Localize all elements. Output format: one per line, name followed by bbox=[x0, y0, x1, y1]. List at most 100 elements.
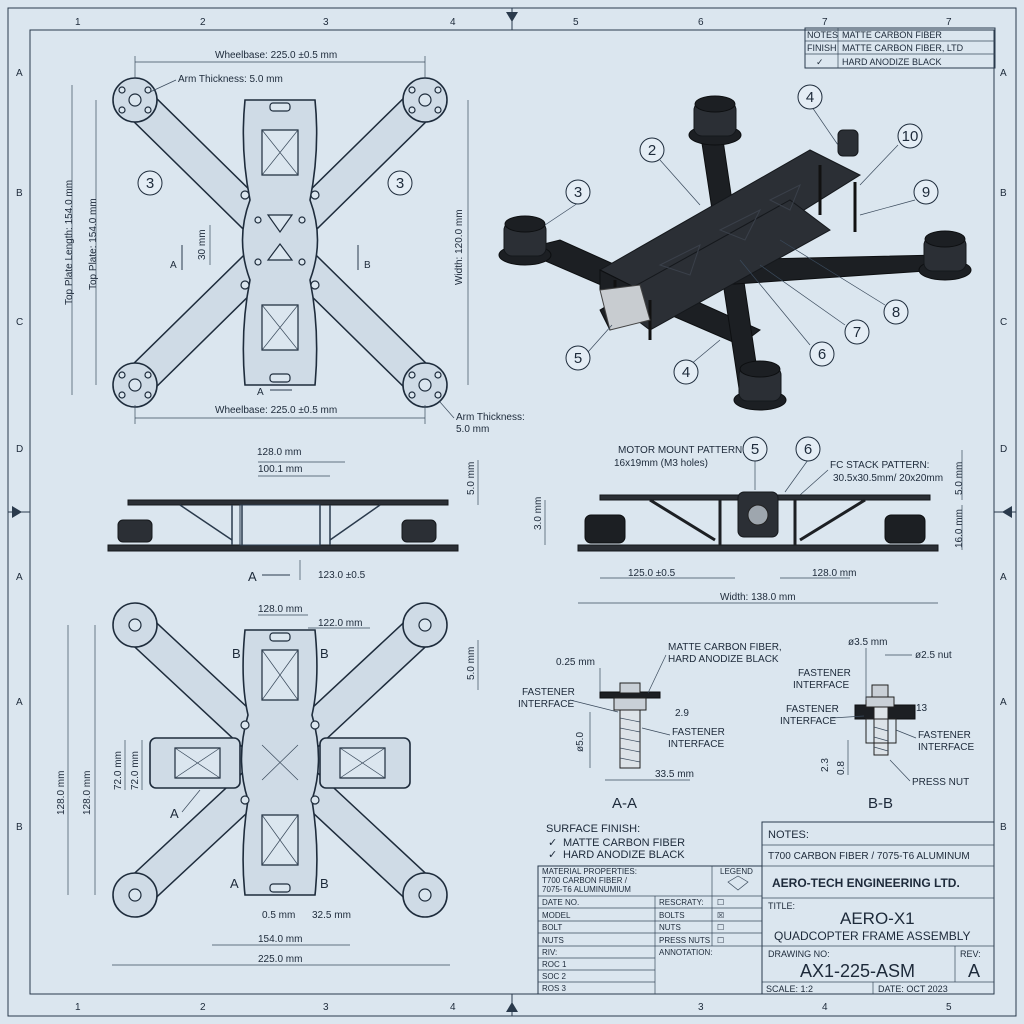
bottom-d325: 32.5 mm bbox=[312, 910, 351, 921]
zone-bottom-4: 4 bbox=[450, 1002, 456, 1013]
side-left-d100: 100.1 mm bbox=[258, 464, 302, 475]
zone-col-6: 6 bbox=[698, 17, 704, 28]
zone-row-right-5: A bbox=[1000, 572, 1007, 583]
tb-row-mark-2: ☒ bbox=[717, 911, 724, 920]
tb-scale: SCALE: 1:2 bbox=[766, 984, 813, 994]
aa-d025: 0.25 mm bbox=[556, 657, 595, 668]
bottom-d72b: 72.0 mm bbox=[130, 751, 141, 790]
aa-note-2: HARD ANODIZE BLACK bbox=[668, 654, 779, 665]
tb-material-1: MATERIAL PROPERTIES: bbox=[542, 867, 637, 876]
top-view-arm-thickness-top: Arm Thickness: 5.0 mm bbox=[178, 74, 283, 85]
zone-col-3: 3 bbox=[323, 17, 329, 28]
top-view-balloon-3-right: 3 bbox=[387, 170, 413, 196]
tb-row-mark-1: ☐ bbox=[717, 898, 724, 907]
side-right-d5: 5.0 mm bbox=[954, 462, 965, 495]
svg-text:4: 4 bbox=[806, 89, 814, 106]
top-view-wheelbase-top: Wheelbase: 225.0 ±0.5 mm bbox=[215, 50, 337, 61]
tb-material-3: 7075-T6 ALUMINUMIUM bbox=[542, 885, 631, 894]
top-view-cutouts bbox=[240, 129, 320, 351]
zone-row-right-4: D bbox=[1000, 444, 1007, 455]
side-right-motor-mount-2: 16x19mm (M3 holes) bbox=[614, 458, 708, 469]
top-view-top-plate: Top Plate: 154.0 mm bbox=[88, 198, 99, 290]
top-view-section-a: A bbox=[170, 260, 177, 271]
finish-key-1: NOTES bbox=[807, 30, 838, 40]
zone-col-1: 1 bbox=[75, 17, 81, 28]
bb-press-nut: PRESS NUT bbox=[912, 777, 969, 788]
zone-col-5: 5 bbox=[573, 17, 579, 28]
tb-row-mid-2: BOLTS bbox=[659, 911, 685, 920]
bottom-section-a: A bbox=[230, 876, 239, 891]
finish-key-3: ✓ bbox=[816, 57, 824, 67]
tb-drawing-no: AX1-225-ASM bbox=[800, 961, 915, 981]
finish-value-1: MATTE CARBON FIBER bbox=[842, 30, 942, 40]
aa-d50: ø5.0 bbox=[575, 732, 586, 752]
tb-row-mark-3: ☐ bbox=[717, 923, 724, 932]
bb-title: B-B bbox=[868, 795, 893, 812]
bottom-d128-left2: 128.0 mm bbox=[82, 771, 93, 815]
top-view-balloon-3-left: 3 bbox=[137, 170, 163, 196]
svg-text:3: 3 bbox=[574, 184, 582, 201]
top-view-top-plate-length: Top Plate Length: 154.0 mm bbox=[64, 180, 75, 305]
finish-value-2: MATTE CARBON FIBER, LTD bbox=[842, 43, 964, 53]
zone-bottom-2: 2 bbox=[200, 1002, 206, 1013]
bottom-section-b-left: B bbox=[232, 646, 241, 661]
svg-text:7: 7 bbox=[853, 324, 861, 341]
zone-bottom-1: 1 bbox=[75, 1002, 81, 1013]
iso-balloon-2: 2 bbox=[639, 137, 665, 163]
bottom-d225: 225.0 mm bbox=[258, 954, 302, 965]
side-right-width: Width: 138.0 mm bbox=[720, 592, 796, 603]
bb-fastener-5: FASTENER bbox=[918, 730, 971, 741]
tb-row-mid-4: PRESS NUTS bbox=[659, 936, 710, 945]
aa-d29: 2.9 bbox=[675, 708, 689, 719]
zone-row-left-5: A bbox=[16, 572, 23, 583]
zone-labels-right: A B C D A A B bbox=[1000, 68, 1007, 833]
side-right-fc-stack-1: FC STACK PATTERN: bbox=[830, 460, 929, 471]
zone-col-4: 4 bbox=[450, 17, 456, 28]
finish-key-2: FINISH bbox=[807, 43, 837, 53]
zone-row-right-6: A bbox=[1000, 697, 1007, 708]
tb-row-mark-4: ☐ bbox=[717, 936, 724, 945]
tb-date: DATE: OCT 2023 bbox=[878, 984, 948, 994]
top-view-body-plate bbox=[241, 99, 319, 386]
side-left-d123: 123.0 ±0.5 bbox=[318, 570, 366, 581]
surface-finish-check-2: ✓ bbox=[548, 849, 557, 861]
bottom-d128-left: 128.0 mm bbox=[56, 771, 67, 815]
bottom-d122: 122.0 mm bbox=[318, 618, 362, 629]
zone-row-left-7: B bbox=[16, 822, 23, 833]
side-right-motor-mount-1: MOTOR MOUNT PATTERN: bbox=[618, 445, 745, 456]
iso-balloon-4-top: 4 bbox=[797, 84, 823, 110]
zone-row-right-1: A bbox=[1000, 68, 1007, 79]
tb-row-left-2: MODEL bbox=[542, 911, 571, 920]
tb-annotation: ANNOTATION: bbox=[659, 948, 712, 957]
zone-row-left-6: A bbox=[16, 697, 23, 708]
svg-text:8: 8 bbox=[892, 304, 900, 321]
tb-row-left-3: BOLT bbox=[542, 923, 562, 932]
zone-row-right-7: B bbox=[1000, 822, 1007, 833]
top-view-section-b: B bbox=[364, 260, 371, 271]
svg-text:3: 3 bbox=[396, 175, 404, 192]
svg-text:9: 9 bbox=[922, 184, 930, 201]
iso-balloon-5: 5 bbox=[565, 345, 591, 371]
bb-fastener-2: INTERFACE bbox=[793, 680, 849, 691]
surface-finish-title: SURFACE FINISH: bbox=[546, 823, 640, 835]
tb-row-mid-1: RESCRATY: bbox=[659, 898, 704, 907]
finish-table: NOTES MATTE CARBON FIBER FINISH MATTE CA… bbox=[804, 27, 996, 69]
svg-text:5: 5 bbox=[574, 350, 582, 367]
top-view-arm-thickness-bottom-2: 5.0 mm bbox=[456, 424, 489, 435]
drawing-border bbox=[7, 7, 1017, 1017]
top-view-width: Width: 120.0 mm bbox=[454, 209, 465, 285]
bottom-section-b: B bbox=[320, 876, 329, 891]
top-view-wheelbase-bottom: Wheelbase: 225.0 ±0.5 mm bbox=[215, 405, 337, 416]
zone-col-8: 7 bbox=[946, 17, 952, 28]
zone-col-2: 2 bbox=[200, 17, 206, 28]
side-right-d30: 3.0 mm bbox=[533, 497, 544, 530]
top-view-dim-30: 30 mm bbox=[197, 229, 208, 260]
iso-balloon-7: 7 bbox=[844, 319, 870, 345]
surface-finish-check-1: ✓ bbox=[548, 837, 557, 849]
tb-legend: LEGEND bbox=[720, 867, 753, 876]
bottom-section-b-right: B bbox=[320, 646, 329, 661]
bb-fastener-3: FASTENER bbox=[786, 704, 839, 715]
title-block: NOTES: T700 CARBON FIBER / 7075-T6 ALUMI… bbox=[537, 821, 995, 995]
svg-text:4: 4 bbox=[682, 364, 690, 381]
bb-fastener-4: INTERFACE bbox=[780, 716, 836, 727]
